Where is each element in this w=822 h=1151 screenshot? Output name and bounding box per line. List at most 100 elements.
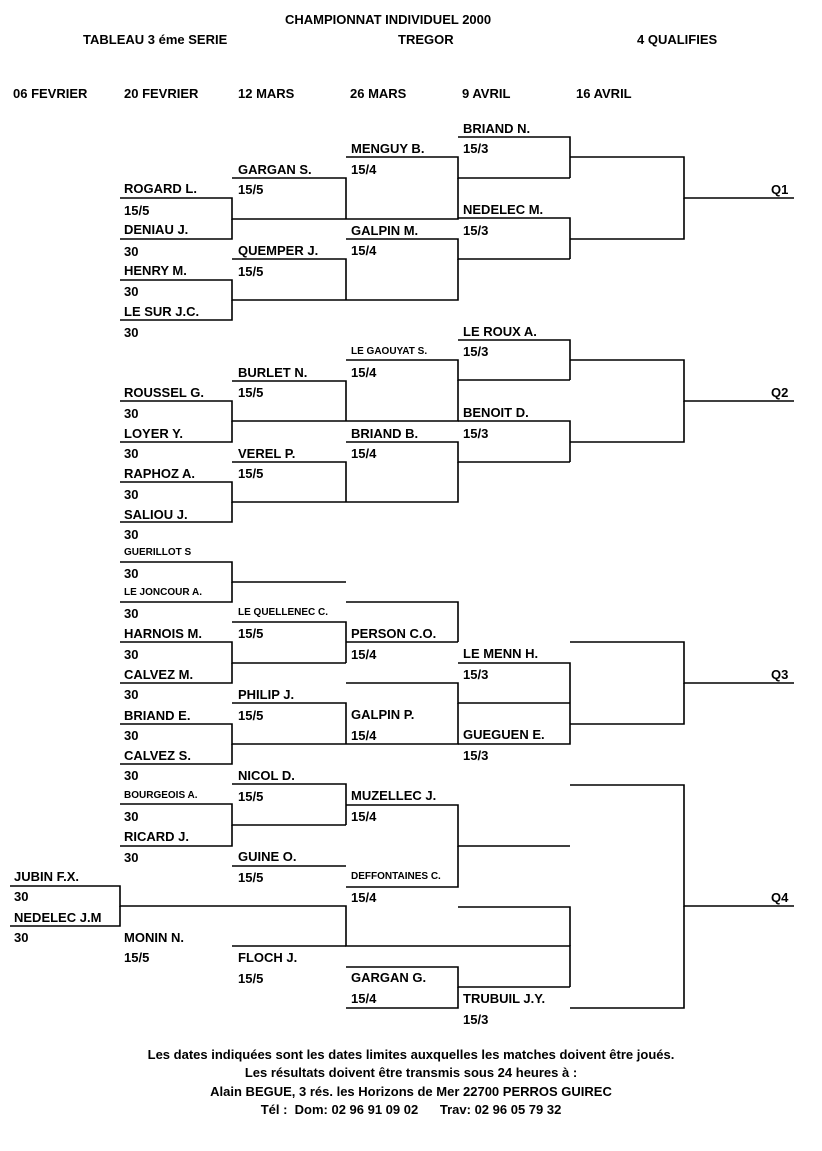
player-rank: 15/5 <box>238 466 264 481</box>
player-rank: 15/3 <box>463 748 489 763</box>
player-rank: 30 <box>124 487 139 502</box>
player-name: BRIAND B. <box>351 426 419 441</box>
player-name: PHILIP J. <box>238 687 295 702</box>
player-name: LE QUELLENEC C. <box>238 607 329 618</box>
player-rank: 15/3 <box>463 426 489 441</box>
player-name: RICARD J. <box>124 829 190 844</box>
player-name: DENIAU J. <box>124 222 189 237</box>
player-name: QUEMPER J. <box>238 243 319 258</box>
player-rank: 30 <box>124 728 139 743</box>
round-date-5: 9 AVRIL <box>462 86 511 101</box>
qualifiers-count-label: 4 QUALIFIES <box>637 32 718 47</box>
player-rank: 15/5 <box>238 971 264 986</box>
player-rank: 15/3 <box>463 667 489 682</box>
player-rank: 15/5 <box>238 708 264 723</box>
player-rank: 15/5 <box>238 385 264 400</box>
player-rank: 15/5 <box>238 789 264 804</box>
player-rank: 30 <box>124 446 139 461</box>
footer-line-3: Alain BEGUE, 3 rés. les Horizons de Mer … <box>210 1084 612 1099</box>
player-name: TRUBUIL J.Y. <box>463 991 546 1006</box>
player-rank: 15/4 <box>351 991 377 1006</box>
player-rank: 30 <box>14 930 29 945</box>
player-name: DEFFONTAINES C. <box>351 871 441 882</box>
player-rank: 30 <box>124 527 139 542</box>
player-name: LE JONCOUR A. <box>124 587 202 598</box>
player-rank: 30 <box>124 647 139 662</box>
player-rank: 30 <box>124 284 139 299</box>
player-name: NICOL D. <box>238 768 295 783</box>
player-rank: 15/4 <box>351 243 377 258</box>
round-date-6: 16 AVRIL <box>576 86 632 101</box>
player-name: BURLET N. <box>238 365 308 380</box>
table-series-label: TABLEAU 3 éme SERIE <box>83 32 228 47</box>
player-name: GARGAN S. <box>238 162 312 177</box>
player-rank: 15/3 <box>463 344 489 359</box>
player-name: JUBIN F.X. <box>14 869 80 884</box>
footer-line-4: Tél : Dom: 02 96 91 09 02 Trav: 02 96 05… <box>260 1102 562 1117</box>
player-rank: 30 <box>124 566 139 581</box>
player-rank: 30 <box>124 809 139 824</box>
player-name: SALIOU J. <box>124 507 188 522</box>
round-date-3: 12 MARS <box>238 86 295 101</box>
player-rank: 15/4 <box>351 890 377 905</box>
player-rank: 30 <box>124 244 139 259</box>
round-date-2: 20 FEVRIER <box>124 86 199 101</box>
player-name: RAPHOZ A. <box>124 466 196 481</box>
qualifier-q4: Q4 <box>771 890 789 905</box>
qualifier-q1: Q1 <box>771 182 789 197</box>
player-name: BENOIT D. <box>463 405 529 420</box>
footer-line-1: Les dates indiquées sont les dates limit… <box>147 1047 675 1062</box>
player-name: MUZELLEC J. <box>351 788 437 803</box>
player-rank: 30 <box>124 406 139 421</box>
player-name: ROGARD L. <box>124 181 197 196</box>
player-name: GUERILLOT S <box>124 547 192 558</box>
player-name: CALVEZ S. <box>124 748 191 763</box>
player-rank: 15/5 <box>124 950 150 965</box>
player-name: LE GAOUYAT S. <box>351 346 428 357</box>
player-name: BRIAND E. <box>124 708 191 723</box>
player-name: GALPIN P. <box>351 707 415 722</box>
player-name: FLOCH J. <box>238 950 298 965</box>
player-name: LE ROUX A. <box>463 324 537 339</box>
player-name: PERSON C.O. <box>351 626 437 641</box>
player-name: GUEGUEN E. <box>463 727 545 742</box>
player-rank: 15/5 <box>238 870 264 885</box>
footer-line-2: Les résultats doivent être transmis sous… <box>244 1065 578 1080</box>
player-name: NEDELEC J.M <box>14 910 102 925</box>
qualifier-q2: Q2 <box>771 385 789 400</box>
player-name: ROUSSEL G. <box>124 385 204 400</box>
player-rank: 15/3 <box>463 1012 489 1027</box>
round-date-4: 26 MARS <box>350 86 407 101</box>
player-rank: 30 <box>124 768 139 783</box>
player-name: LE SUR J.C. <box>124 304 200 319</box>
player-rank: 15/3 <box>463 141 489 156</box>
region-label: TREGOR <box>398 32 454 47</box>
player-rank: 15/5 <box>124 203 150 218</box>
player-name: HENRY M. <box>124 263 187 278</box>
page-title: CHAMPIONNAT INDIVIDUEL 2000 <box>285 12 492 27</box>
player-rank: 15/4 <box>351 809 377 824</box>
player-name: GARGAN G. <box>351 970 427 985</box>
player-name: BRIAND N. <box>463 121 531 136</box>
round-date-1: 06 FEVRIER <box>13 86 88 101</box>
qualifier-q3: Q3 <box>771 667 789 682</box>
player-rank: 15/5 <box>238 626 264 641</box>
player-name: LE MENN H. <box>463 646 539 661</box>
player-rank: 15/5 <box>238 264 264 279</box>
player-rank: 15/4 <box>351 647 377 662</box>
player-rank: 15/4 <box>351 446 377 461</box>
player-rank: 30 <box>124 606 139 621</box>
player-name: VEREL P. <box>238 446 296 461</box>
player-name: GALPIN M. <box>351 223 419 238</box>
player-rank: 30 <box>124 687 139 702</box>
player-rank: 15/3 <box>463 223 489 238</box>
player-rank: 15/4 <box>351 728 377 743</box>
player-rank: 15/4 <box>351 162 377 177</box>
player-name: HARNOIS M. <box>124 626 202 641</box>
player-rank: 30 <box>124 325 139 340</box>
player-name: BOURGEOIS A. <box>124 790 198 801</box>
player-rank: 30 <box>124 850 139 865</box>
player-rank: 15/5 <box>238 182 264 197</box>
player-name: GUINE O. <box>238 849 297 864</box>
